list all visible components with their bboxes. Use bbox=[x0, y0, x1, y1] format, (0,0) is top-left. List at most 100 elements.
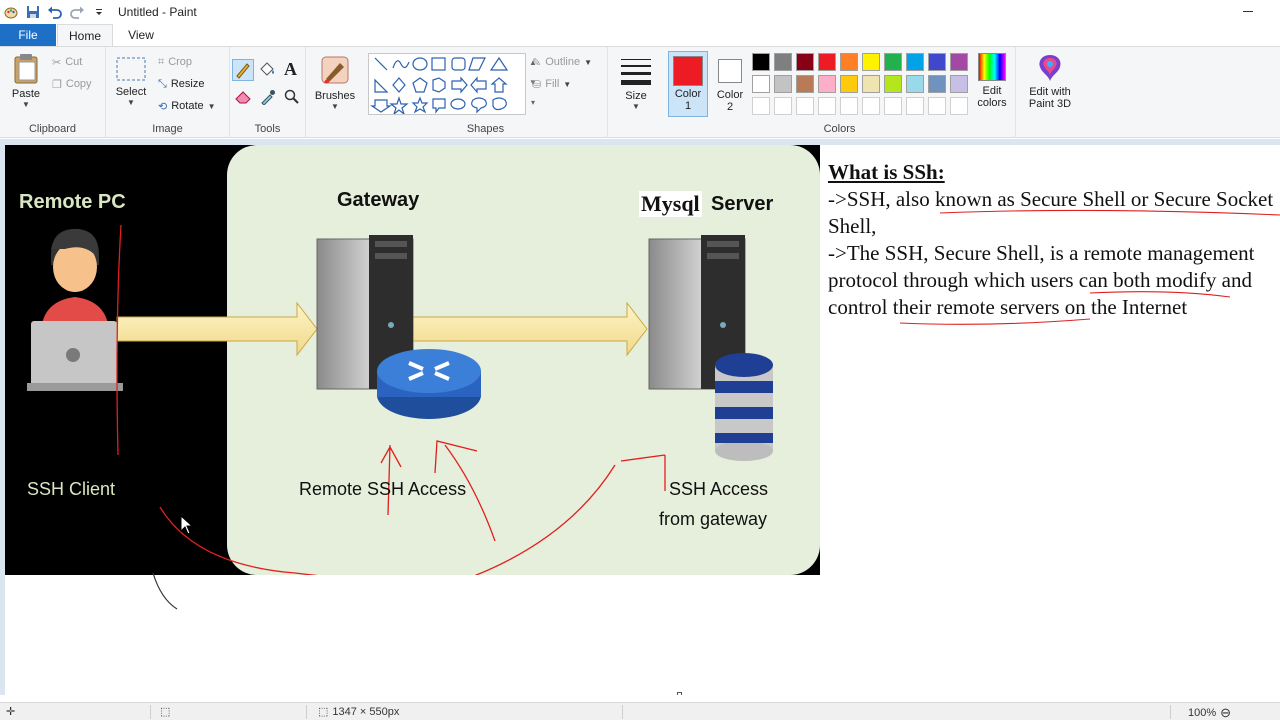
crosshair-icon: ✛ bbox=[6, 706, 16, 718]
paste-dropdown-icon: ▼ bbox=[22, 100, 30, 109]
canvas-resize-handle[interactable] bbox=[677, 692, 682, 695]
status-divider bbox=[306, 705, 307, 719]
shapes-scroll[interactable]: ▲▼▾ bbox=[529, 58, 537, 107]
pencil-icon bbox=[236, 63, 250, 79]
redo-icon[interactable] bbox=[66, 1, 88, 23]
paste-label: Paste bbox=[11, 88, 41, 100]
notes-line-3: ->The SSH, Secure Shell, is a remote man… bbox=[828, 241, 1255, 265]
red-annotation-strokes bbox=[116, 224, 666, 575]
copy-button[interactable]: ❐ Copy bbox=[52, 75, 92, 93]
fill-icon: ⛁ bbox=[532, 78, 542, 91]
scissors-icon: ✂ bbox=[52, 56, 62, 69]
brushes-group: Brushes ▼ bbox=[306, 47, 364, 138]
magnifier-icon bbox=[284, 89, 299, 104]
ribbon: Paste ▼ ✂ Cut ❐ Copy Clipboard Select ▼ … bbox=[0, 46, 1280, 138]
palette-swatch[interactable] bbox=[796, 75, 814, 93]
palette-swatch[interactable] bbox=[928, 75, 946, 93]
palette-swatch[interactable] bbox=[950, 75, 968, 93]
palette-swatch[interactable] bbox=[928, 53, 946, 71]
color-picker-tool[interactable] bbox=[260, 89, 276, 108]
tab-home[interactable]: Home bbox=[57, 24, 113, 46]
diagram-graphics bbox=[27, 224, 773, 575]
custom-color-slot[interactable] bbox=[818, 97, 836, 115]
text-tool-icon[interactable]: A bbox=[284, 59, 297, 79]
paste-button[interactable]: Paste ▼ bbox=[6, 53, 46, 109]
palette-swatch[interactable] bbox=[818, 75, 836, 93]
zoom-out-icon[interactable]: ⊖ bbox=[1220, 705, 1232, 720]
pencil-tool[interactable] bbox=[232, 59, 254, 81]
custom-color-slot[interactable] bbox=[928, 97, 946, 115]
palette-swatch[interactable] bbox=[884, 53, 902, 71]
crop-button[interactable]: ⌗ Crop bbox=[158, 53, 192, 71]
person-icon bbox=[41, 228, 109, 331]
palette-swatch[interactable] bbox=[862, 53, 880, 71]
edit-colors-label-line1: Edit bbox=[982, 85, 1002, 97]
edit-colors-button[interactable]: Edit colors bbox=[972, 51, 1012, 109]
cut-button[interactable]: ✂ Cut bbox=[52, 53, 82, 71]
palette-swatch[interactable] bbox=[840, 75, 858, 93]
custom-color-slot[interactable] bbox=[950, 97, 968, 115]
magnifier-tool[interactable] bbox=[284, 89, 300, 108]
notes-line-4: protocol through which users can both mo… bbox=[828, 268, 1252, 292]
palette-swatch[interactable] bbox=[774, 75, 792, 93]
undo-icon[interactable] bbox=[44, 1, 66, 23]
palette-swatch[interactable] bbox=[752, 75, 770, 93]
rotate-button[interactable]: ⟲ Rotate ▼ bbox=[158, 97, 216, 115]
color1-button[interactable]: Color 1 bbox=[668, 51, 708, 117]
palette-swatch[interactable] bbox=[884, 75, 902, 93]
select-button[interactable]: Select ▼ bbox=[112, 55, 150, 107]
notes-line-5: control their remote servers on the Inte… bbox=[828, 295, 1188, 319]
eyedropper-icon bbox=[261, 90, 275, 106]
edit-with-paint3d-button[interactable]: Edit with Paint 3D bbox=[1020, 53, 1080, 110]
zoom-control[interactable]: 100% ⊖ bbox=[1188, 705, 1231, 721]
minimize-button[interactable] bbox=[1240, 2, 1258, 20]
line-size-icon bbox=[621, 59, 651, 85]
custom-color-slot[interactable] bbox=[796, 97, 814, 115]
shapes-gallery-icons bbox=[370, 56, 509, 116]
clipboard-group: Paste ▼ ✂ Cut ❐ Copy Clipboard bbox=[0, 47, 106, 138]
zoom-level: 100% bbox=[1188, 707, 1217, 719]
resize-button[interactable]: ⤡ Resize bbox=[158, 75, 204, 93]
custom-color-slot[interactable] bbox=[752, 97, 770, 115]
eraser-tool[interactable] bbox=[234, 89, 252, 108]
mysql-label: Mysql bbox=[639, 191, 702, 217]
edit-colors-label-line2: colors bbox=[977, 97, 1007, 109]
size-button[interactable]: Size ▼ bbox=[616, 55, 656, 111]
image-group: Select ▼ ⌗ Crop ⤡ Resize ⟲ Rotate ▼ Imag… bbox=[106, 47, 230, 138]
save-icon[interactable] bbox=[22, 1, 44, 23]
palette-swatch[interactable] bbox=[796, 53, 814, 71]
custom-color-slot[interactable] bbox=[774, 97, 792, 115]
color2-button[interactable]: Color 2 bbox=[710, 51, 750, 117]
cut-label: Cut bbox=[65, 56, 83, 68]
customize-icon[interactable] bbox=[88, 1, 110, 23]
custom-color-slot[interactable] bbox=[906, 97, 924, 115]
color1-label-line2: 1 bbox=[684, 100, 692, 112]
palette-swatch[interactable] bbox=[862, 75, 880, 93]
custom-color-slot[interactable] bbox=[840, 97, 858, 115]
palette-swatch[interactable] bbox=[818, 53, 836, 71]
fill-tool[interactable] bbox=[258, 61, 276, 82]
colors-group-label: Colors bbox=[823, 123, 856, 135]
custom-color-slot[interactable] bbox=[862, 97, 880, 115]
shapes-gallery[interactable] bbox=[368, 53, 526, 116]
status-divider bbox=[150, 705, 151, 719]
red-stroke-below-icon bbox=[152, 572, 178, 610]
color1-swatch bbox=[673, 56, 703, 86]
notes-line-2: Shell, bbox=[828, 214, 877, 238]
palette-swatch[interactable] bbox=[774, 53, 792, 71]
palette-swatch[interactable] bbox=[906, 53, 924, 71]
custom-color-slot[interactable] bbox=[884, 97, 902, 115]
paint-app-icon[interactable] bbox=[0, 1, 22, 23]
palette-swatch[interactable] bbox=[950, 53, 968, 71]
fill-button[interactable]: ⛁ Fill ▼ bbox=[532, 75, 571, 93]
palette-swatch[interactable] bbox=[906, 75, 924, 93]
brushes-button[interactable]: Brushes ▼ bbox=[310, 53, 360, 111]
outline-button[interactable]: ✎ Outline ▼ bbox=[532, 53, 592, 71]
cursor-position: ✛ bbox=[6, 705, 15, 718]
canvas-size: ⬚ 1347 × 550px bbox=[318, 705, 399, 719]
palette-swatch[interactable] bbox=[840, 53, 858, 71]
tab-view[interactable]: View bbox=[128, 28, 154, 42]
tab-file[interactable]: File bbox=[0, 24, 56, 46]
palette-swatch[interactable] bbox=[752, 53, 770, 71]
drawing-canvas[interactable]: Remote PC Gateway Mysql Server SSH Clien… bbox=[5, 145, 1280, 695]
